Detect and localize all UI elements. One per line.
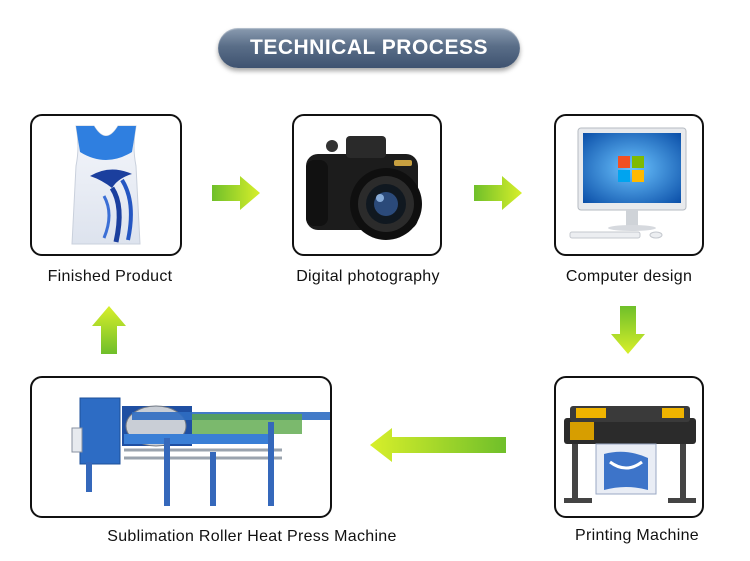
label-heat-press: Sublimation Roller Heat Press Machine xyxy=(107,528,397,545)
title-banner: TECHNICAL PROCESS xyxy=(218,28,520,68)
jersey-image xyxy=(71,125,141,245)
diagram-title: TECHNICAL PROCESS xyxy=(250,36,488,59)
printer-image xyxy=(564,406,696,503)
arrow-left-icon xyxy=(370,428,506,462)
printing-machine-box xyxy=(554,376,704,518)
heat-press-box xyxy=(30,376,332,518)
label-computer-design: Computer design xyxy=(565,268,693,285)
arrow-up-icon xyxy=(92,306,126,354)
label-digital-photography: Digital photography xyxy=(296,268,440,285)
computer-image xyxy=(569,127,687,239)
arrow-right-icon xyxy=(474,176,522,210)
arrow-right-icon xyxy=(212,176,260,210)
heat-press-image xyxy=(71,397,330,506)
label-printing-machine: Printing Machine xyxy=(575,527,699,544)
arrow-down-icon xyxy=(611,306,645,354)
computer-design-box xyxy=(554,114,704,256)
camera-image xyxy=(306,136,422,240)
finished-product-box xyxy=(30,114,182,256)
label-finished-product: Finished Product xyxy=(47,268,173,285)
digital-photography-box xyxy=(292,114,442,256)
